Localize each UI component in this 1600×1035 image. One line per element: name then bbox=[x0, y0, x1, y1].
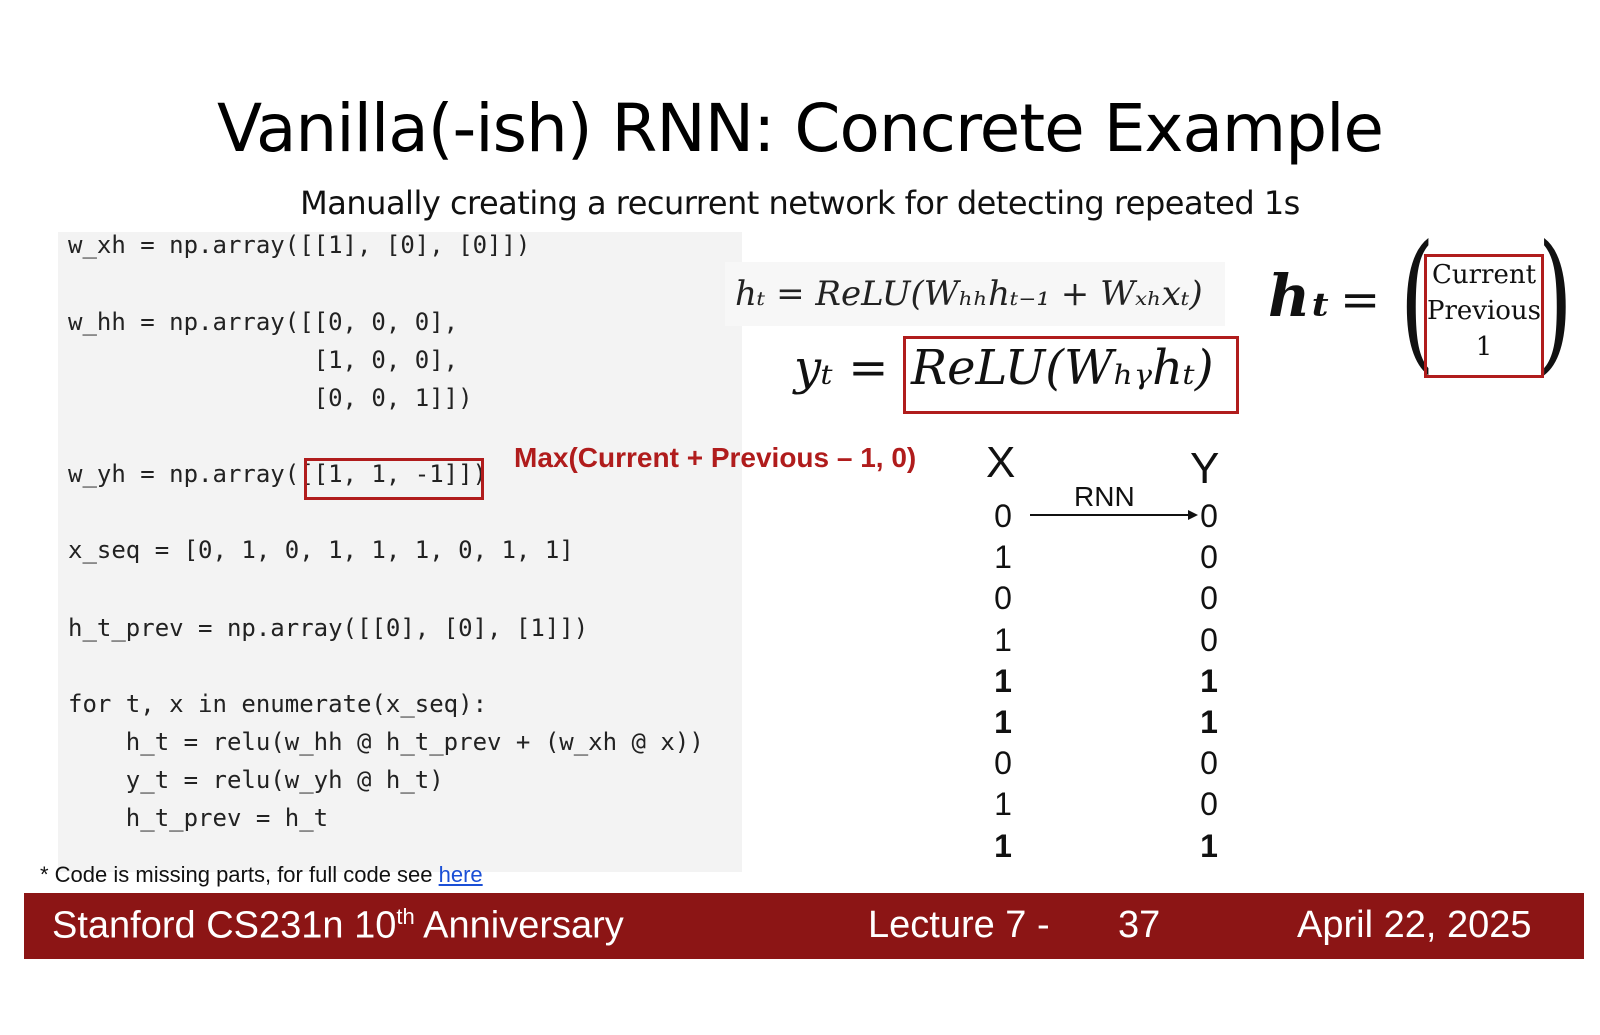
x-value: 1 bbox=[994, 662, 1012, 699]
vector-left-paren: ( bbox=[1399, 214, 1435, 388]
x-value: 1 bbox=[994, 621, 1012, 658]
code-line-for: for t, x in enumerate(x_seq): bbox=[68, 690, 488, 718]
equation-yt-highlight-box bbox=[903, 336, 1239, 414]
vector-entry-current: Current bbox=[1431, 260, 1537, 290]
code-line-w-hh-1: w_hh = np.array([[0, 0, 0], bbox=[68, 308, 459, 336]
hidden-state-symbol: hₜ bbox=[1268, 262, 1332, 330]
footer-course-sup: th bbox=[396, 904, 415, 929]
y-value: 0 bbox=[1200, 621, 1218, 658]
code-line-w-yh: w_yh = np.array([[1, 1, -1]]) bbox=[68, 460, 488, 488]
code-line-w-hh-2: [1, 0, 0], bbox=[68, 346, 459, 374]
code-line-w-xh: w_xh = np.array([[1], [0], [0]]) bbox=[68, 231, 531, 259]
footer-course: Stanford CS231n 10th Anniversary bbox=[52, 904, 624, 948]
footnote-text: * Code is missing parts, for full code s… bbox=[40, 862, 439, 887]
equation-ht: hₜ = ReLU(Wₕₕhₜ₋₁ + Wₓₕxₜ) bbox=[725, 262, 1225, 326]
y-value: 1 bbox=[1200, 704, 1218, 740]
code-line-x-seq: x_seq = [0, 1, 0, 1, 1, 1, 0, 1, 1] bbox=[68, 536, 574, 564]
x-value: 1 bbox=[994, 539, 1012, 576]
code-panel bbox=[58, 232, 742, 872]
footer-lecture: Lecture 7 - bbox=[868, 904, 1050, 946]
max-annotation: Max(Current + Previous – 1, 0) bbox=[514, 442, 917, 473]
y-value: 0 bbox=[1200, 539, 1218, 576]
rnn-arrow-label: RNN bbox=[1074, 481, 1135, 512]
x-value: 1 bbox=[994, 827, 1012, 864]
x-value: 0 bbox=[994, 498, 1012, 534]
footer-page-number: 37 bbox=[1118, 904, 1161, 946]
equals-sign: = bbox=[1340, 272, 1381, 328]
footer-date: April 22, 2025 bbox=[1297, 904, 1532, 946]
y-value: 1 bbox=[1200, 662, 1218, 699]
x-column-header: X bbox=[986, 438, 1016, 487]
code-line-h-t-prev: h_t_prev = np.array([[0], [0], [1]]) bbox=[68, 614, 589, 642]
y-value: 0 bbox=[1200, 786, 1218, 823]
code-line-w-hh-3: [0, 0, 1]]) bbox=[68, 384, 473, 412]
y-value: 1 bbox=[1200, 827, 1218, 864]
x-value: 1 bbox=[994, 704, 1012, 740]
footer-course-tail: Anniversary bbox=[414, 904, 624, 947]
y-value: 0 bbox=[1200, 580, 1218, 617]
code-line-y-t: y_t = relu(w_yh @ h_t) bbox=[68, 766, 444, 794]
footer-course-name: Stanford CS231n 10 bbox=[52, 904, 397, 947]
x-value: 0 bbox=[994, 580, 1012, 617]
equation-yt-rhs: ReLU(Wₕᵧhₜ) bbox=[911, 340, 1214, 396]
slide-title: Vanilla(-ish) RNN: Concrete Example bbox=[216, 90, 1384, 167]
y-column-header: Y bbox=[1190, 444, 1220, 493]
vector-highlight-box bbox=[1424, 254, 1544, 378]
equation-yt-lhs: yₜ = bbox=[794, 340, 889, 396]
vector-entry-previous: Previous bbox=[1426, 296, 1542, 326]
x-value: 0 bbox=[994, 745, 1012, 782]
w-yh-highlight-box bbox=[304, 458, 484, 500]
footnote: * Code is missing parts, for full code s… bbox=[40, 862, 483, 888]
footnote-link[interactable]: here bbox=[438, 862, 483, 887]
rnn-arrow-icon bbox=[1030, 510, 1198, 520]
y-value: 0 bbox=[1200, 745, 1218, 782]
vector-entry-one: 1 bbox=[1475, 332, 1493, 362]
y-value: 0 bbox=[1200, 498, 1218, 534]
x-value: 1 bbox=[994, 786, 1012, 823]
slide-subtitle: Manually creating a recurrent network fo… bbox=[300, 184, 1300, 222]
code-line-update: h_t_prev = h_t bbox=[68, 804, 329, 832]
footer-bar bbox=[24, 893, 1584, 959]
code-line-h-t: h_t = relu(w_hh @ h_t_prev + (w_xh @ x)) bbox=[68, 728, 704, 756]
